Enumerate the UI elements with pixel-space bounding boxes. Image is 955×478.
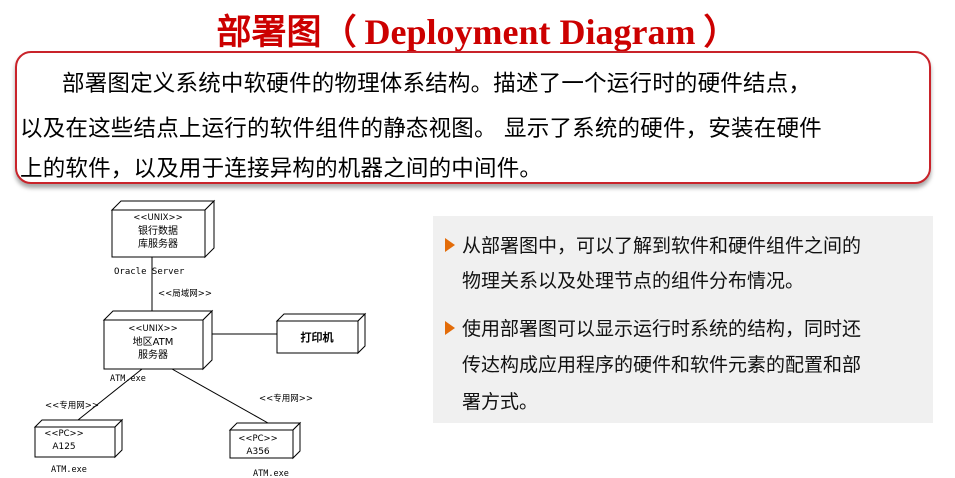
atm-stereotype: <<UNIX>> bbox=[128, 324, 177, 334]
bullet-2-line-2: 传达构成应用程序的硬件和软件元素的配置和部 bbox=[462, 354, 862, 376]
oracle-label: Oracle Server bbox=[114, 267, 185, 277]
deployment-diagram: <<UNIX>> 银行数据 库服务器 Oracle Server <<局域网>>… bbox=[33, 199, 367, 478]
pc2-exe-label: ATM.exe bbox=[253, 469, 289, 478]
pc-a125-node bbox=[33, 418, 124, 459]
bullet-1-line-2: 物理关系以及处理节点的组件分布情况。 bbox=[462, 270, 805, 292]
title-cn: 部署图 bbox=[216, 13, 322, 53]
bank-db-server-node bbox=[110, 199, 216, 259]
page-title: 部署图（Deployment Diagram） bbox=[0, 4, 955, 55]
definition-box bbox=[15, 51, 931, 184]
printer-node bbox=[275, 312, 367, 355]
atm-name-2: 服务器 bbox=[138, 348, 168, 361]
definition-line-1: 部署图定义系统中软硬件的物理体系结构。描述了一个运行时的硬件结点， bbox=[62, 71, 812, 97]
printer-label: 打印机 bbox=[301, 330, 334, 344]
pc1-exe-label: ATM.exe bbox=[51, 465, 87, 475]
pc2-stereotype: <<PC>> bbox=[238, 434, 278, 444]
definition-line-2: 以及在这些结点上运行的软件组件的静态视图。 显示了系统的硬件，安装在硬件 bbox=[20, 116, 822, 142]
right-net-label: <<专用网>> bbox=[259, 393, 313, 404]
bank-name-1: 银行数据 bbox=[138, 224, 178, 237]
bank-stereotype: <<UNIX>> bbox=[133, 213, 182, 223]
definition-line-3: 上的软件，以及用于连接异构的机器之间的中间件。 bbox=[20, 156, 543, 182]
pc1-name: A125 bbox=[52, 442, 75, 452]
bullet-2-line-3: 署方式。 bbox=[462, 391, 539, 413]
lan-label: <<局域网>> bbox=[158, 288, 212, 299]
pc1-stereotype: <<PC>> bbox=[44, 429, 84, 439]
bullet-2-line-1: 使用部署图可以显示运行时系统的结构，同时还 bbox=[462, 318, 862, 340]
atm-server-node bbox=[102, 309, 214, 371]
pc-a356-node bbox=[228, 421, 302, 460]
atm-exe-label: ATM.exe bbox=[110, 374, 146, 384]
right-net-connection bbox=[171, 368, 269, 424]
title-en: Deployment Diagram bbox=[364, 12, 696, 52]
title-open-paren: （ bbox=[321, 13, 357, 53]
left-net-label: <<专用网>> bbox=[45, 400, 99, 411]
bullet-arrow-icon bbox=[445, 238, 455, 252]
atm-name-1: 地区ATM bbox=[133, 335, 174, 348]
pc2-name: A356 bbox=[246, 447, 270, 457]
bullet-1-line-1: 从部署图中，可以了解到软件和硬件组件之间的 bbox=[462, 235, 862, 257]
title-close-paren: ） bbox=[703, 13, 739, 53]
left-net-connection bbox=[77, 368, 143, 421]
bullet-arrow-icon bbox=[445, 321, 455, 335]
bank-name-2: 库服务器 bbox=[138, 237, 178, 250]
notes-panel bbox=[433, 216, 933, 423]
